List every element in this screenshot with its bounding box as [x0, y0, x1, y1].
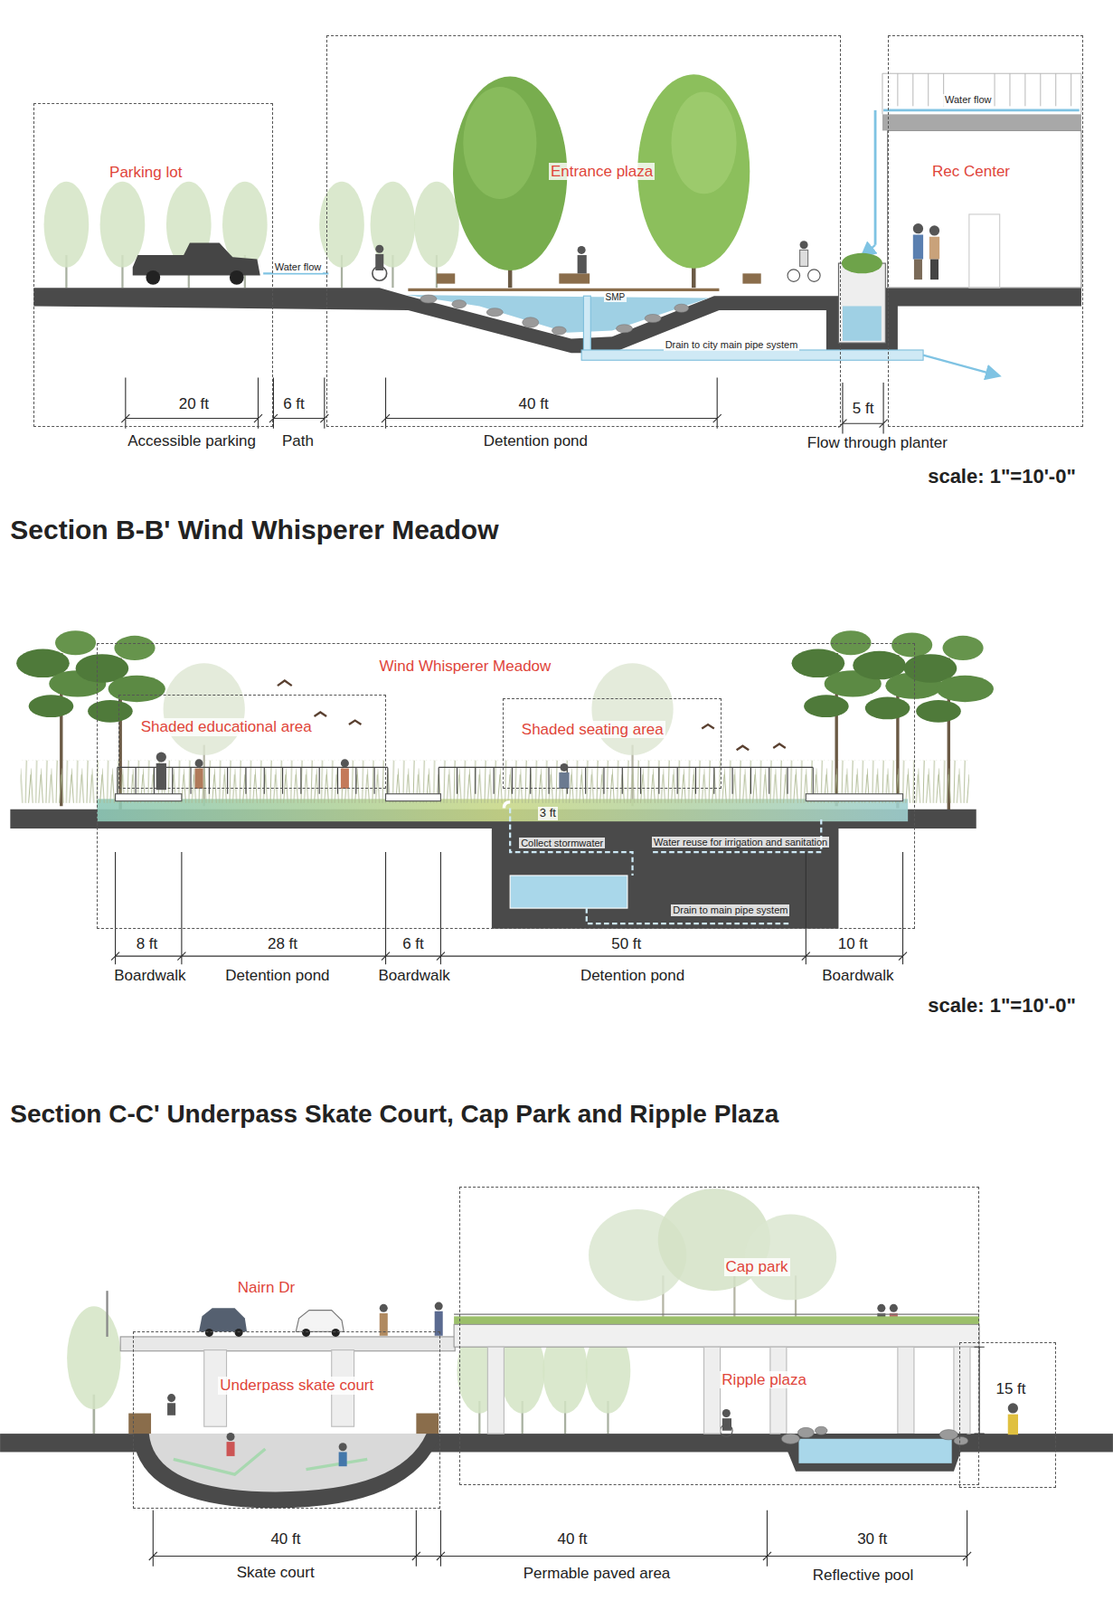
zone-name: Boardwalk [376, 966, 452, 985]
dimension: 6 ft [281, 395, 307, 414]
street-name: Nairn Dr [235, 1278, 297, 1297]
zone-box: Shaded educational area [118, 694, 387, 789]
zone-box: Wind Whisperer MeadowShaded educational … [96, 642, 915, 929]
pipe-note: Drain to main pipe system [670, 904, 790, 916]
zone-box: Underpass skate court [132, 1330, 442, 1508]
flow-note: Water flow [943, 94, 994, 106]
dimension: 40 ft [555, 1529, 589, 1548]
zone-name: Detention pond [578, 966, 687, 985]
zone-name: Boardwalk [820, 966, 896, 985]
zone-box: Shaded seating area [502, 697, 721, 789]
zone-label: Underpass skate court [217, 1376, 376, 1395]
zone-name: Detention pond [223, 966, 331, 985]
zone-box: Entrance plaza [326, 35, 841, 426]
zone-name: Skate court [235, 1563, 317, 1582]
zone-label: Parking lot [107, 163, 184, 182]
dimension: 50 ft [609, 934, 643, 953]
zone-label: Shaded educational area [139, 717, 314, 736]
dimension: 6 ft [400, 934, 426, 953]
dimension: 10 ft [836, 934, 870, 953]
zone-label: 15 ft [993, 1379, 1028, 1398]
zone-box: Parking lot [33, 103, 274, 427]
dimension: 5 ft [850, 399, 877, 418]
pipe-note: Water reuse for irrigation and sanitatio… [651, 836, 830, 849]
section-b-art [9, 630, 994, 964]
zone-name: Permable paved area [521, 1564, 673, 1583]
scale-note: scale: 1"=10'-0" [927, 993, 1076, 1017]
zone-name: Accessible parking [125, 432, 258, 451]
dimension: 8 ft [134, 934, 161, 953]
zone-name: Boardwalk [112, 966, 188, 985]
callout-text: SMP [603, 292, 628, 303]
zone-label: Entrance plaza [548, 162, 655, 181]
zone-name: Flow through planter [805, 433, 950, 453]
section-c-art [0, 1188, 1113, 1566]
section-a-art [33, 73, 1082, 434]
zone-name: Path [280, 432, 316, 451]
zone-label: Wind Whisperer Meadow [377, 657, 553, 676]
flow-note: Water flow [273, 261, 324, 274]
zone-label: Cap park [724, 1257, 791, 1276]
scale-note: scale: 1"=10'-0" [927, 464, 1076, 488]
zone-box: Cap park [459, 1186, 980, 1484]
area-name: Ripple plaza [719, 1370, 809, 1389]
section-title: Section C-C' Underpass Skate Court, Cap … [9, 1099, 779, 1129]
pipe-note: Drain to city main pipe system [663, 339, 801, 351]
zone-label: Shaded seating area [519, 720, 666, 739]
pipe-note: Collect stormwater [518, 837, 605, 849]
section-title: Section B-B' Wind Whisperer Meadow [9, 514, 499, 547]
dimension: 3 ft [537, 806, 558, 821]
zone-label: Rec Center [930, 162, 1012, 181]
dimension: 20 ft [177, 395, 211, 414]
dimension: 28 ft [265, 934, 300, 953]
zone-name: Detention pond [481, 432, 590, 451]
dimension: 40 ft [268, 1529, 302, 1548]
dimension: 30 ft [855, 1529, 889, 1548]
dimension: 40 ft [517, 395, 551, 414]
zone-name: Reflective pool [811, 1565, 916, 1585]
zone-box: 15 ft [959, 1341, 1057, 1488]
